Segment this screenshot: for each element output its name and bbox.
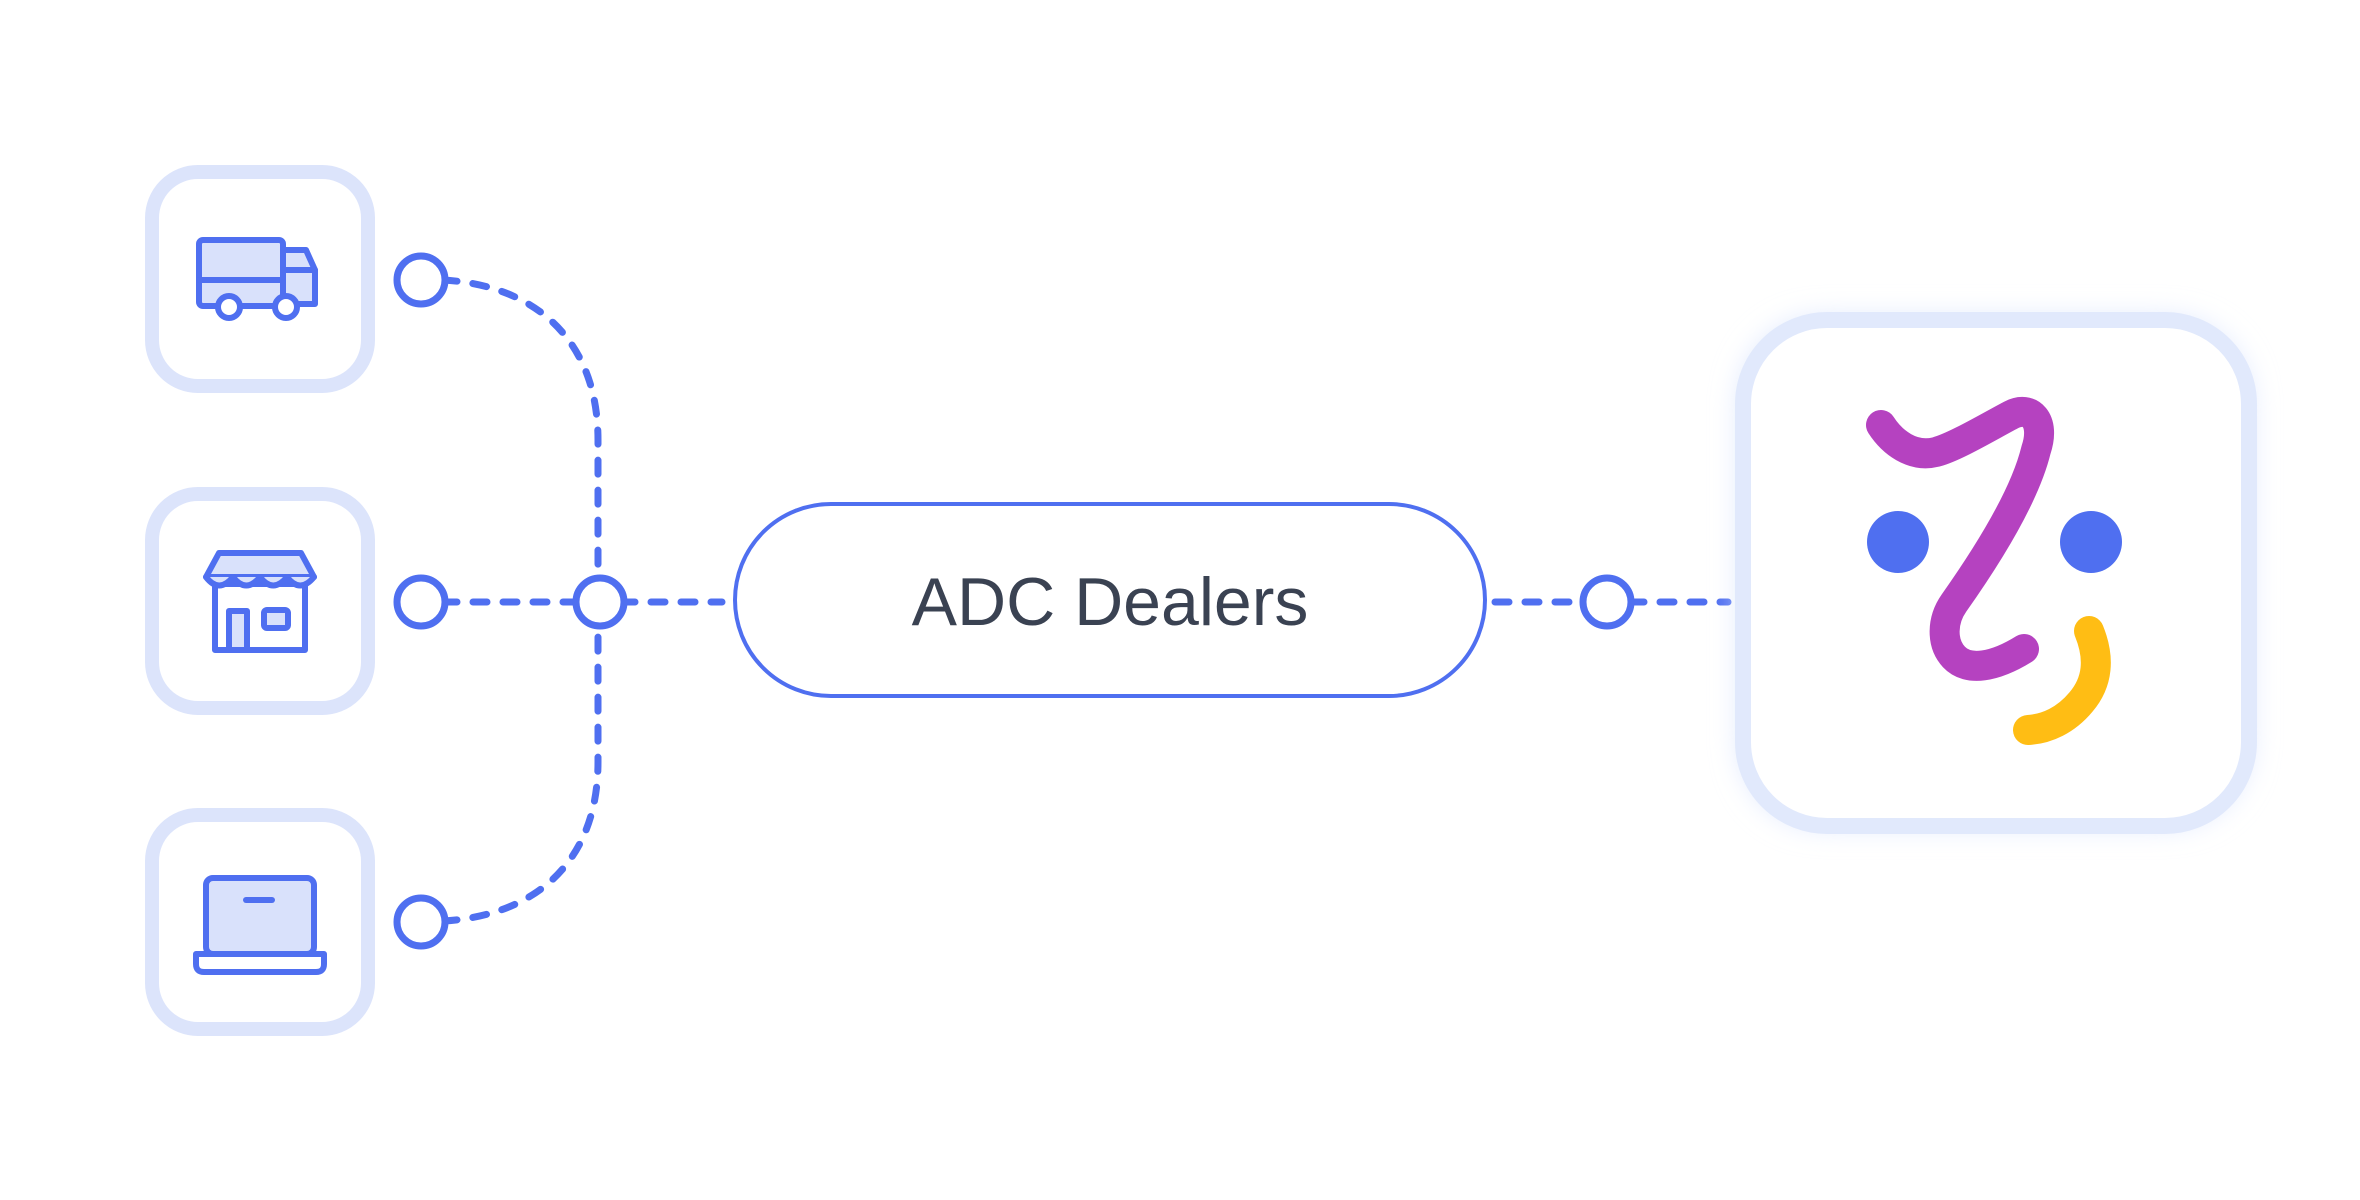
connectors — [439, 276, 1732, 925]
source-card-laptop — [145, 808, 375, 1036]
node-laptop — [393, 894, 449, 950]
connector-laptop — [439, 621, 602, 925]
store-icon — [203, 550, 317, 653]
connector-truck — [439, 276, 602, 602]
connection-nodes — [393, 252, 1635, 950]
logo-left-eye — [1867, 511, 1929, 573]
truck-icon — [196, 237, 318, 321]
node-truck — [393, 252, 449, 308]
destination-card — [1735, 312, 2257, 834]
source-card-store — [145, 487, 375, 715]
hub-node: ADC Dealers — [733, 502, 1487, 698]
logo-right-eye — [2060, 511, 2122, 573]
card-frame — [1735, 312, 2257, 834]
hub-label: ADC Dealers — [912, 564, 1309, 640]
logo-yellow-stroke — [2013, 616, 2111, 745]
node-store — [393, 574, 449, 630]
logo-purple-stroke — [1866, 397, 2055, 681]
source-card-truck — [145, 165, 375, 393]
node-destination — [1579, 574, 1635, 630]
hub-pill — [733, 502, 1487, 698]
laptop-icon — [193, 875, 327, 975]
node-junction — [572, 574, 628, 630]
smiley-logo-icon — [1866, 397, 2122, 745]
